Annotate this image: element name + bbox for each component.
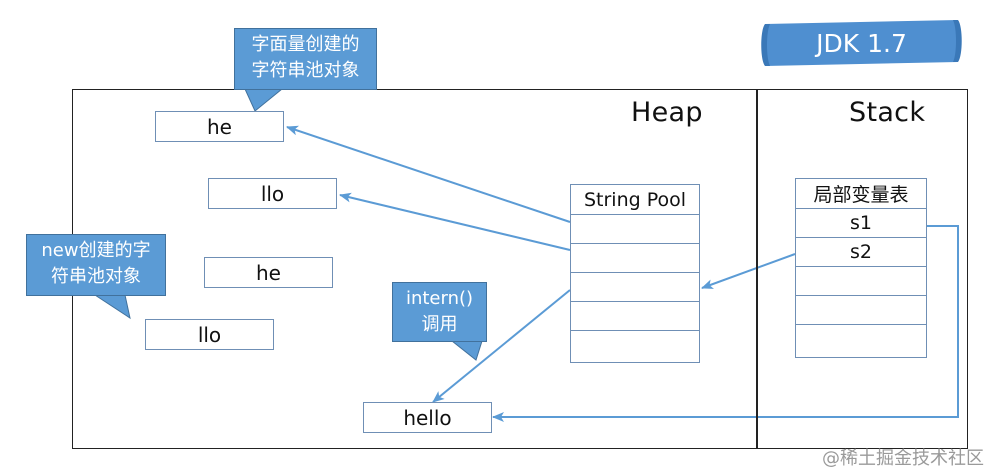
stack-region xyxy=(756,89,968,449)
hello-object: hello xyxy=(363,402,492,433)
local-variable-title: 局部变量表 xyxy=(813,184,909,206)
callout-intern: intern() 调用 xyxy=(392,282,487,342)
banner-left-curl xyxy=(761,24,770,66)
string-pool-table: String Pool xyxy=(570,184,700,363)
arrow-pool-to-hello xyxy=(432,289,571,403)
banner-shape xyxy=(765,20,958,66)
callout-new-line2: 符串池对象 xyxy=(51,266,141,287)
callout-new-line1: new创建的字 xyxy=(41,240,151,261)
callout-literal: 字面量创建的 字符串池对象 xyxy=(234,28,377,90)
local-variable-slot xyxy=(796,266,926,295)
new-llo-object: llo xyxy=(145,319,274,350)
watermark: @稀土掘金技术社区 xyxy=(822,448,984,469)
string-pool-slot xyxy=(571,243,699,272)
stack-title: Stack xyxy=(849,97,926,128)
arrow-s2-to-pool xyxy=(701,253,796,289)
string-pool-slot xyxy=(571,301,699,330)
string-pool-slot xyxy=(571,272,699,301)
local-variable-slot xyxy=(796,324,926,353)
arrow-pool-to-llo xyxy=(339,192,571,251)
jdk-version-banner: JDK 1.7 xyxy=(816,28,907,58)
local-variable-table: 局部变量表 s1 s2 xyxy=(795,178,927,358)
callout-intern-line2: 调用 xyxy=(421,314,458,335)
local-variable-slot xyxy=(796,295,926,324)
callout-intern-line1: intern() xyxy=(405,288,474,309)
local-variable-s2: s2 xyxy=(796,237,926,266)
banner-right-curl xyxy=(953,20,962,62)
heap-title: Heap xyxy=(631,97,703,128)
arrow-pool-to-he xyxy=(286,125,571,223)
local-variable-s1: s1 xyxy=(796,208,926,237)
string-pool-slot xyxy=(571,330,699,359)
callout-literal-line2: 字符串池对象 xyxy=(251,60,360,81)
new-he-object: he xyxy=(204,257,333,288)
arrow-s1-to-hello xyxy=(492,225,959,422)
callout-literal-line1: 字面量创建的 xyxy=(251,34,360,55)
literal-llo-object: llo xyxy=(208,178,337,209)
string-pool-slot xyxy=(571,214,699,243)
string-pool-title: String Pool xyxy=(583,188,687,211)
callout-new: new创建的字 符串池对象 xyxy=(26,234,166,296)
literal-he-object: he xyxy=(155,111,284,142)
